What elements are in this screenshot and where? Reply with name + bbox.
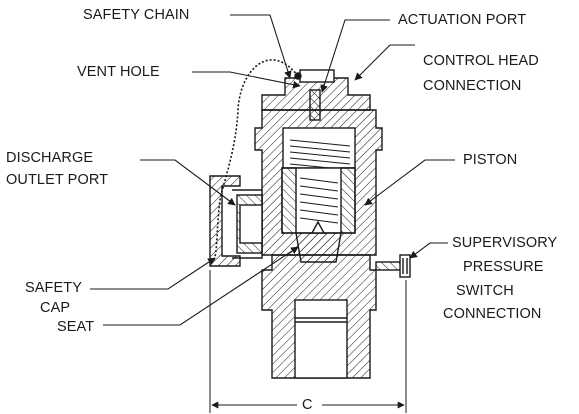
dimension-c-label: C bbox=[302, 397, 313, 413]
safety-cap bbox=[209, 175, 241, 267]
label-piston: PISTON bbox=[463, 152, 518, 168]
label-switch-connection: CONNECTION bbox=[443, 306, 542, 322]
label-pressure: PRESSURE bbox=[463, 259, 544, 275]
label-safety-chain: SAFETY CHAIN bbox=[83, 7, 190, 23]
label-supervisory: SUPERVISORY bbox=[452, 235, 558, 251]
label-control-head-connection: CONNECTION bbox=[423, 78, 522, 94]
label-safety: SAFETY bbox=[25, 280, 82, 296]
label-discharge: DISCHARGE bbox=[6, 150, 94, 166]
label-actuation-port: ACTUATION PORT bbox=[398, 12, 527, 28]
label-outlet-port: OUTLET PORT bbox=[6, 172, 109, 188]
label-vent-hole: VENT HOLE bbox=[77, 64, 160, 80]
label-cap: CAP bbox=[40, 300, 71, 316]
label-control-head: CONTROL HEAD bbox=[423, 53, 539, 69]
label-seat: SEAT bbox=[57, 319, 95, 335]
label-switch: SWITCH bbox=[456, 283, 514, 299]
